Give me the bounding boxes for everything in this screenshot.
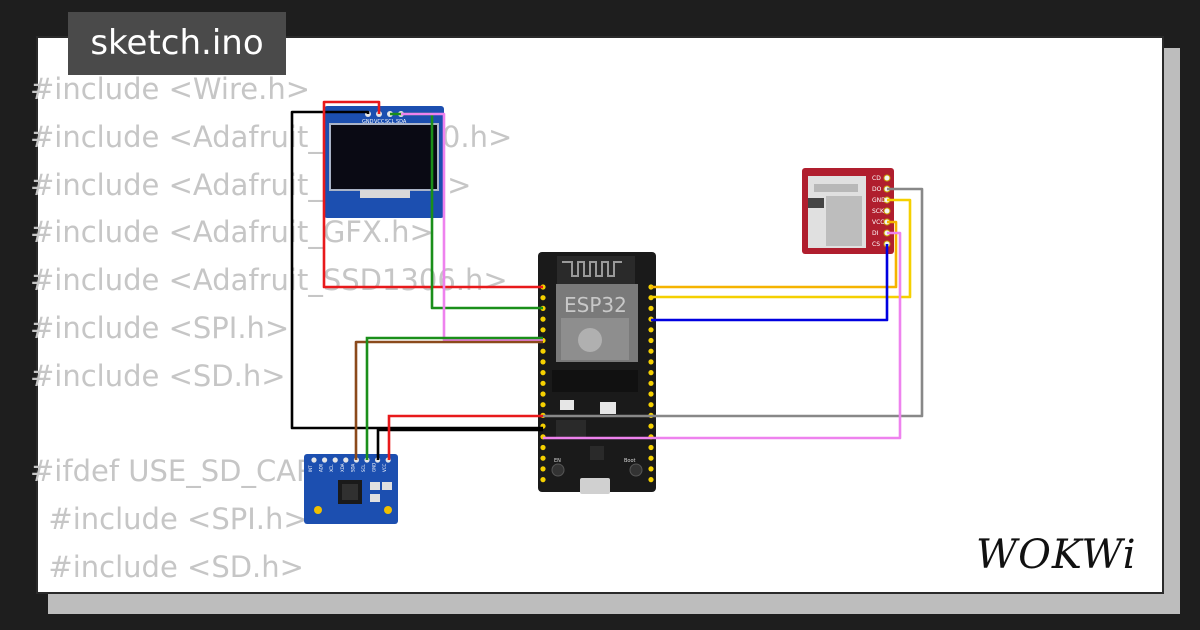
mpu-pin[interactable] [322,457,328,463]
sd-pin-label: DI [872,230,879,237]
esp32-board[interactable]: ESP32 EN Boot [538,252,656,494]
mpu-wire [354,340,543,460]
sd-pin-label: DO [872,186,882,193]
sd-card-module[interactable]: CD DO GND SCK VCC DI CS [802,168,894,254]
mpu-pin-label: SDA [350,463,355,472]
sketch-title: sketch.ino [68,12,286,75]
sd-do-wire [543,187,924,418]
header-pin[interactable] [540,391,546,397]
oled-pin-label: SCL [385,119,395,125]
header-pin[interactable] [540,348,546,354]
oled-vcc-wire [322,100,543,289]
header-pin[interactable] [540,455,546,461]
mpu-pin-label: INT [308,465,313,472]
header-pin[interactable] [540,477,546,483]
esp32-left-header [540,284,546,483]
oled-gnd-wire [290,110,543,430]
oled-display[interactable]: GND VCC SCL SDA [324,106,444,218]
header-pin[interactable] [540,316,546,322]
sd-pin-label: CS [872,241,880,248]
code-line: #include <SPI.h> [30,310,290,345]
oled-pin-label: GND [362,119,374,125]
sd-sck-wire [651,244,889,322]
header-pin[interactable] [648,370,654,376]
mpu-pin-label: XCL [329,464,334,472]
oled-sda-wire [401,112,543,342]
header-pin[interactable] [648,402,654,408]
wires [290,100,924,460]
en-button-label: EN [554,458,561,464]
mpu-pin-label: SCL [361,464,366,472]
header-pin[interactable] [540,466,546,472]
sd-pin-label: SCK [872,208,885,215]
header-pin[interactable] [540,295,546,301]
header-pin[interactable] [648,466,654,472]
code-line: #ifdef USE_SD_CARD [30,454,339,489]
wokwi-logo: WOKWi [976,532,1137,578]
header-pin[interactable] [648,359,654,365]
mpu-scl-wire [365,336,543,460]
sd-pin-label: CD [872,175,881,182]
code-line: #include <Adafruit_SSD1306.h> [30,263,508,298]
header-pin[interactable] [648,327,654,333]
mpu-pin[interactable] [311,457,317,463]
header-pin[interactable] [540,444,546,451]
usb-port [580,478,610,494]
code-line: #include <SPI.h> [30,502,308,537]
mpu-pin[interactable] [343,457,349,463]
mpu-gnd-wire [376,428,543,460]
header-pin[interactable] [648,337,654,344]
header-pin[interactable] [648,444,654,451]
sd-di-wire [543,231,902,440]
mpu-pin-label: AD0 [319,463,324,472]
code-line: #include <Wire.h> [30,72,311,106]
header-pin[interactable] [648,305,654,311]
mpu-pin[interactable] [332,457,338,463]
mpu-vcc-wire [387,414,543,460]
mpu-pin-label: VCC [382,463,387,472]
sd-gnd-wire [651,198,912,299]
header-pin[interactable] [648,380,654,386]
sd-pin[interactable] [883,174,891,182]
sd-vcc-wire [651,220,898,289]
header-pin[interactable] [540,327,546,333]
oled-pin-label: SDA [396,119,407,125]
header-pin[interactable] [540,380,546,386]
header-pin[interactable] [540,359,546,365]
mpu-pin-label: XDA [340,463,345,472]
code-line: #include <SD.h> [30,358,286,393]
boot-button-label: Boot [624,458,636,464]
header-pin[interactable] [540,402,546,408]
header-pin[interactable] [648,477,654,483]
sd-pin-label: VCC [872,219,884,226]
code-line: #include <SD.h> [30,549,304,584]
sd-pin[interactable] [883,207,891,215]
header-pin[interactable] [648,455,654,461]
sd-pin-label: GND [872,197,886,204]
header-pin[interactable] [648,423,654,429]
mpu6050-module[interactable]: INT AD0 XCL XDA SDA SCL GND VCC [304,454,398,524]
header-pin[interactable] [648,391,654,397]
esp32-label: ESP32 [564,293,627,317]
header-pin[interactable] [648,348,654,354]
code-line: #include <Adafruit_GFX.h> [30,215,434,250]
header-pin[interactable] [540,370,546,376]
mpu-pin-label: GND [372,463,377,472]
oled-pin-label: VCC [374,119,385,125]
